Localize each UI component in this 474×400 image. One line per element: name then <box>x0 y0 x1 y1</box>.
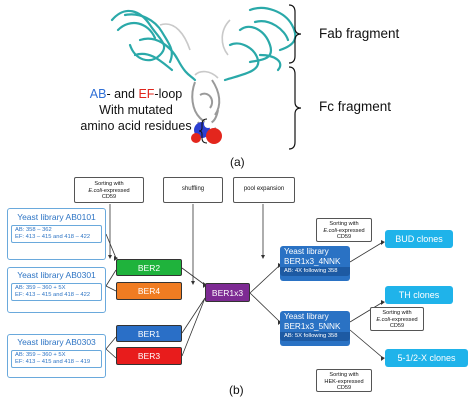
fab-brace <box>288 4 302 64</box>
library-ab0303-details: AB: 359 – 360 + 5X EF: 413 – 415 and 418… <box>11 350 102 369</box>
note-sorting-ecoli-1: Sorting with E.coli-expressed CD59 <box>74 177 144 203</box>
library-ab0101-title: Yeast library AB0101 <box>17 212 96 222</box>
th-clones-box: TH clones <box>385 286 453 304</box>
library-ab0301-title: Yeast library AB0301 <box>17 270 96 280</box>
note-sorting-ecoli-bud: Sorting with E.coli-expressed CD59 <box>316 218 372 242</box>
library-ber1x3-4nnk-details: AB: 4X following 358 <box>280 267 350 276</box>
note-shuffling: shuffling <box>163 177 223 203</box>
library-ab0303-title: Yeast library AB0303 <box>17 337 96 347</box>
loop-line-2: With mutated <box>99 103 173 117</box>
ber1x3-box: BER1x3 <box>205 283 250 302</box>
panel-b-caption: (b) <box>229 383 244 397</box>
mutated-residue-red <box>206 128 222 144</box>
library-ber1x3-5nnk: Yeast library BER1x3_5NNK AB: 5X followi… <box>280 311 350 346</box>
ber3-box: BER3 <box>116 347 182 365</box>
note-sorting-hek: Sorting with HEK-expressed CD59 <box>316 369 372 392</box>
five-half-x-clones-box: 5-1/2-X clones <box>385 349 468 367</box>
library-ab0301-details: AB: 359 – 360 + 5X EF: 413 – 415 and 418… <box>11 283 102 302</box>
loop-line-3: amino acid residues <box>80 119 192 133</box>
library-ab0301: Yeast library AB0301 AB: 359 – 360 + 5X … <box>7 267 106 313</box>
fab-ribbon-left <box>110 9 197 82</box>
ber1-box: BER1 <box>116 325 182 342</box>
ber2-box: BER2 <box>116 259 182 276</box>
fc-fragment-label: Fc fragment <box>319 99 392 114</box>
note-sorting-ecoli-th: Sorting with E.coli-expressed CD59 <box>370 307 424 331</box>
library-ab0303: Yeast library AB0303 AB: 359 – 360 + 5X … <box>7 334 106 378</box>
fab-ribbon-grey <box>159 19 231 79</box>
panel-a-caption: (a) <box>230 155 245 169</box>
library-ber1x3-4nnk: Yeast library BER1x3_4NNK AB: 4X followi… <box>280 246 350 281</box>
residue-bracket <box>198 118 208 144</box>
fab-ribbon-right <box>223 6 297 82</box>
fab-fragment-label: Fab fragment <box>319 26 400 41</box>
library-ber1x3-5nnk-details: AB: 5X following 358 <box>280 332 350 341</box>
loop-description: AB- and EF-loop With mutated amino acid … <box>74 86 198 134</box>
ber4-box: BER4 <box>116 282 182 300</box>
library-ab0101-details: AB: 358 – 362 EF: 413 – 415 and 418 – 42… <box>11 225 102 244</box>
note-pool-expansion: pool expansion <box>233 177 295 203</box>
fc-brace <box>288 66 302 150</box>
bud-clones-box: BUD clones <box>385 230 453 248</box>
loop-line-1: AB- and EF-loop <box>89 87 183 101</box>
library-ber1x3-4nnk-title: Yeast library BER1x3_4NNK <box>284 247 341 266</box>
library-ber1x3-5nnk-title: Yeast library BER1x3_5NNK <box>284 312 341 331</box>
antibody-structure-image <box>110 6 297 144</box>
library-ab0101: Yeast library AB0101 AB: 358 – 362 EF: 4… <box>7 208 106 260</box>
